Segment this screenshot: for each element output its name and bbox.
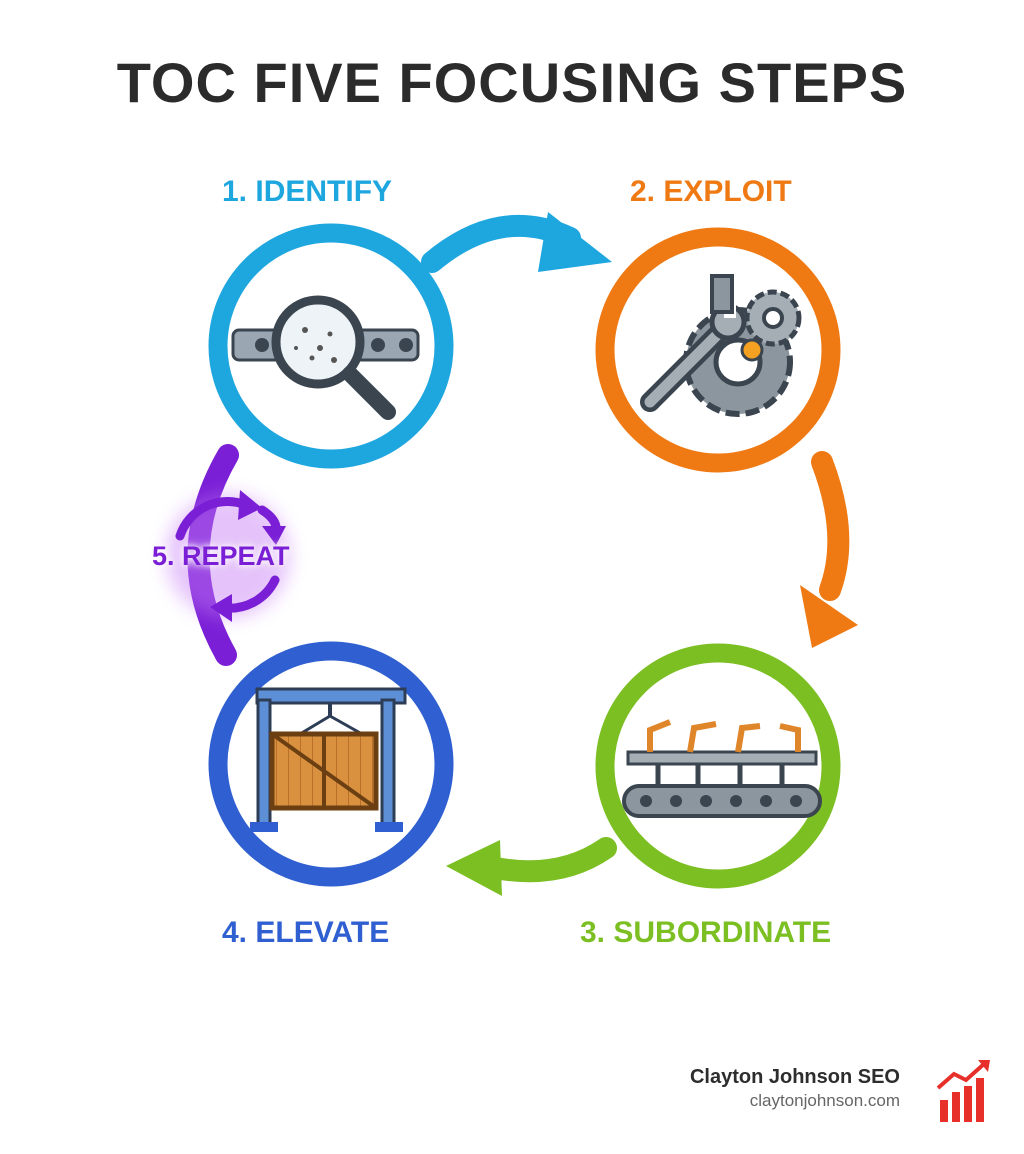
step-3-node [595,643,841,889]
arrow-exploit-to-subordinate [800,451,858,648]
magnifier-on-conveyor-icon [231,295,420,420]
bar-chart-trend-icon [936,1060,990,1122]
step-4-node [208,641,454,887]
robot-arm-assembly-line-icon [622,719,822,818]
step-1-node [208,223,454,469]
crate-lift-icon [250,687,407,832]
brand-name: Clayton Johnson SEO [689,1066,900,1088]
wrench-and-gears-icon [640,274,802,417]
step-1-label: 1. IDENTIFY [222,175,393,208]
brand-url: claytonjohnson.com [749,1091,900,1110]
step-3-label: 3. SUBORDINATE [580,916,832,949]
cycle-arrows-icon [166,490,290,622]
arrow-identify-to-exploit [421,212,612,273]
page-title: TOC FIVE FOCUSING STEPS [116,51,908,114]
step-2-label: 2. EXPLOIT [630,175,792,208]
step-2-node [595,227,841,473]
arrow-subordinate-to-elevate [446,837,617,896]
step-4-label: 4. ELEVATE [222,916,390,949]
step-5-label: 5. REPEAT [152,541,290,571]
